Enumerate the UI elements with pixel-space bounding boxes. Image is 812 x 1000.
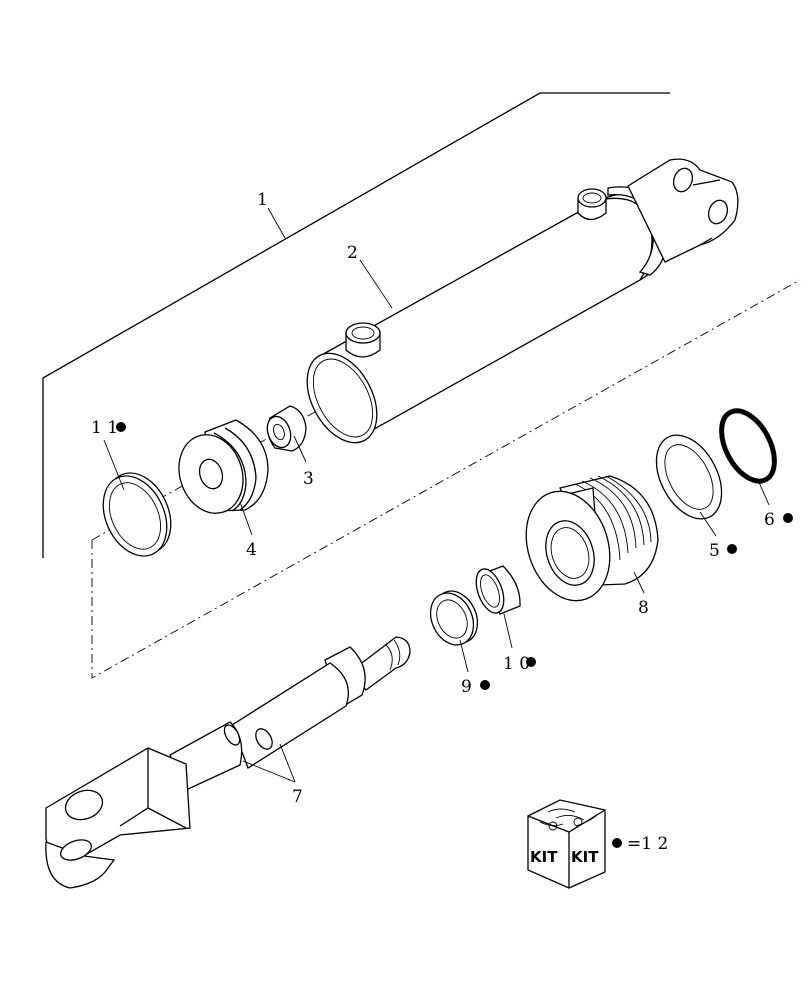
callout-9: 9 [461,677,472,697]
kit-envelope-line [91,279,801,679]
kit-dot-6 [783,513,793,523]
kit-legend-dot [612,838,622,848]
port-fitting-front [345,322,381,358]
kit-legend-text: =1 2 [627,834,668,854]
kit-label-right: KIT [571,848,599,866]
kit-box-icon: KIT KIT [527,799,606,889]
nut-part [266,405,307,452]
callout-5: 5 [709,541,720,561]
rod-seal-part [429,590,479,646]
port-fitting-rear [577,188,607,221]
callout-11: 1 1 [91,418,118,438]
callout-3: 3 [303,469,314,489]
kit-label-left: KIT [530,848,558,866]
kit-dot-5 [727,544,737,554]
callout-6: 6 [764,510,775,530]
wiper-seal-part [102,472,172,557]
o-ring-part [719,408,777,484]
gland-part [525,475,659,602]
backup-ring-part [655,434,723,520]
kit-dot-9 [480,680,490,690]
piston-rod-part [45,636,411,889]
assembly-bracket [42,92,670,558]
kit-dot-10 [526,657,536,667]
callout-8: 8 [638,598,649,618]
piston-part [178,419,269,514]
bushing-part [475,565,521,615]
kit-envelope-line-left [91,520,126,541]
callout-4: 4 [246,540,257,560]
kit-dot-11 [116,422,126,432]
callout-10: 1 0 [503,654,530,674]
callout-2: 2 [347,243,358,263]
callout-1: 1 [257,190,268,210]
cylinder-barrel [306,158,739,444]
callout-7: 7 [292,787,303,807]
